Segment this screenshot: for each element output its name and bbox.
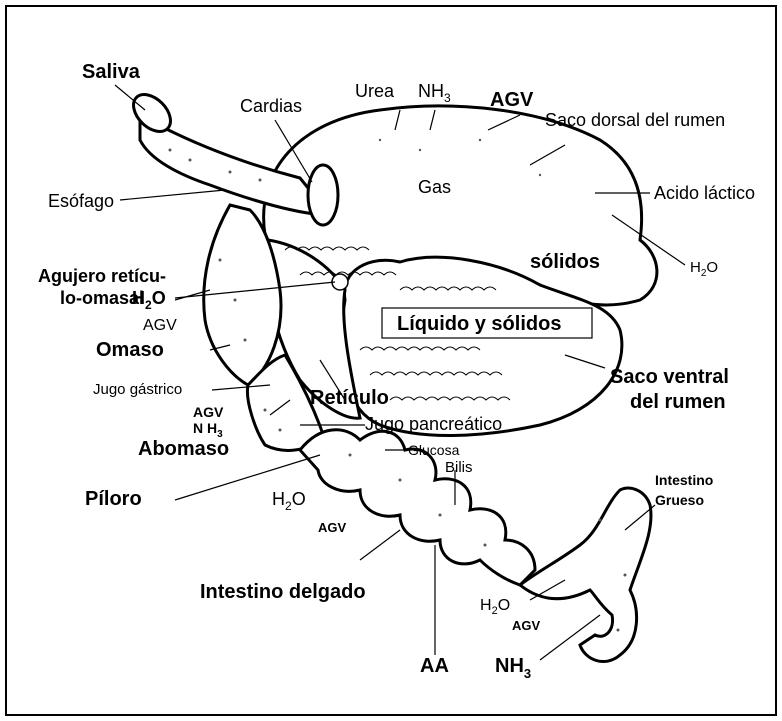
label-nh3-abomaso: N H3 — [193, 420, 223, 440]
label-agv-intestine: AGV — [318, 520, 347, 535]
label-h2o-right: H2O — [690, 259, 718, 279]
label-agv-left: AGV — [143, 317, 177, 334]
label-cardias: Cardias — [240, 96, 302, 116]
label-agujero-line1: Agujero retícu- — [38, 266, 166, 286]
label-piloro: Píloro — [85, 488, 142, 510]
label-urea: Urea — [355, 81, 395, 101]
label-esofago: Esófago — [48, 191, 114, 211]
label-abomaso: Abomaso — [138, 438, 229, 460]
label-acido-lactico: Acido láctico — [654, 183, 755, 203]
label-saco-dorsal: Saco dorsal del rumen — [545, 110, 725, 130]
label-jugo-pancreatico: Jugo pancreático — [365, 414, 502, 434]
label-saliva: Saliva — [82, 61, 141, 83]
label-h2o-intestine: H2O — [272, 489, 306, 513]
label-reticulo: Retículo — [310, 387, 389, 409]
label-aa: AA — [420, 655, 449, 677]
h2o-omaso: H2O — [132, 288, 166, 312]
label-nh3-top: NH3 — [418, 81, 451, 105]
label-h2o-lower: H2O — [480, 597, 510, 617]
label-saco-ventral-2: del rumen — [630, 391, 726, 413]
label-liquido-solidos: Líquido y sólidos — [397, 313, 561, 335]
label-gas: Gas — [418, 177, 451, 197]
label-bilis: Bilis — [445, 459, 473, 476]
label-intestino-grueso-2: Grueso — [655, 492, 704, 508]
label-omaso: Omaso — [96, 339, 164, 361]
label-solidos: sólidos — [530, 251, 600, 273]
label-nh3-lower: NH3 — [495, 655, 531, 681]
label-saco-ventral-1: Saco ventral — [610, 366, 729, 388]
label-glucosa: Glucosa — [408, 442, 460, 458]
cardias-opening — [308, 165, 338, 225]
label-agv-top: AGV — [490, 89, 534, 111]
large-intestine — [520, 488, 651, 661]
label-intestino-grueso-1: Intestino — [655, 472, 713, 488]
label-agv-lower: AGV — [512, 618, 541, 633]
label-jugo-gastrico: Jugo gástrico — [93, 381, 182, 398]
label-agv-abomaso: AGV — [193, 404, 224, 420]
label-intestino-delgado: Intestino delgado — [200, 581, 366, 603]
